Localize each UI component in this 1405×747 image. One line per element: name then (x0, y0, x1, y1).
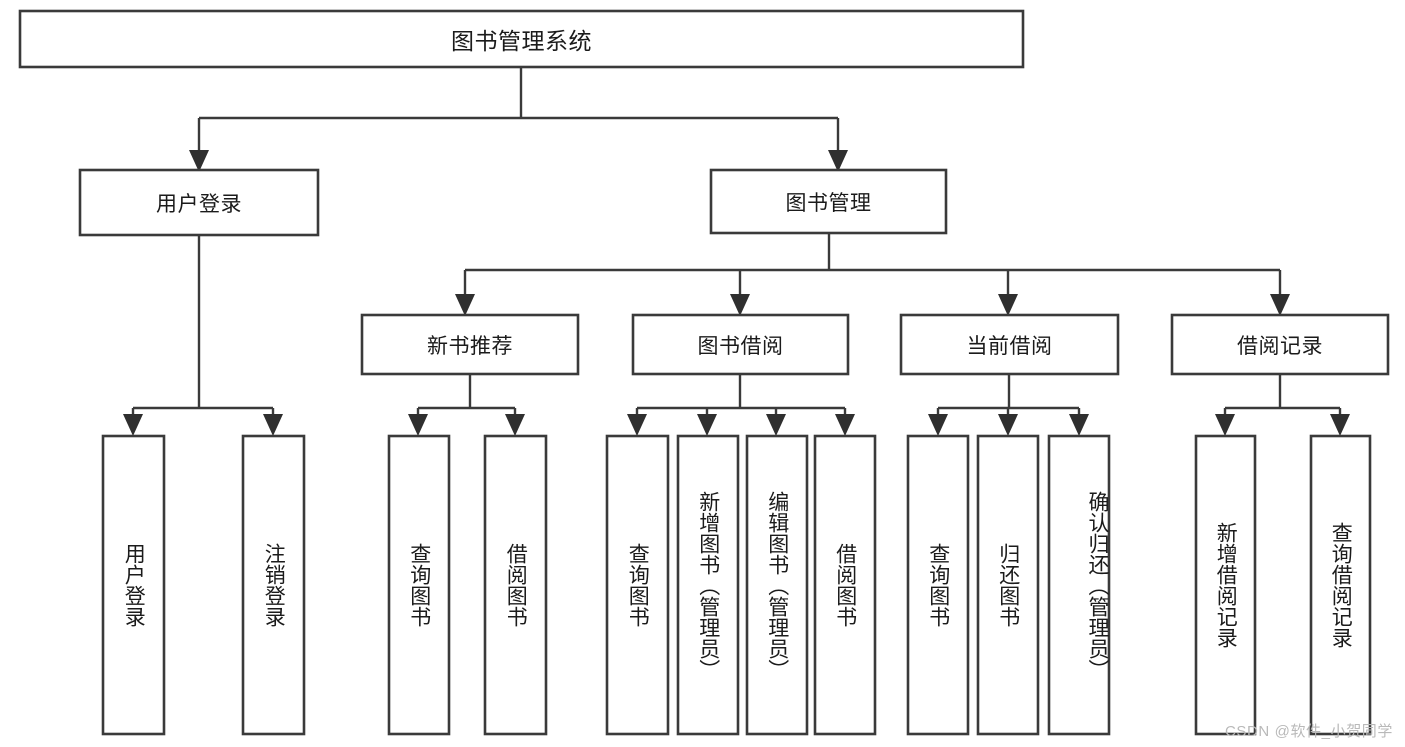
node-box-leaf-return-book (976, 434, 1040, 736)
node-box-leaf-add-book (676, 434, 740, 736)
node-box-new-book-rec (360, 313, 580, 376)
node-box-leaf-query-book-1 (387, 434, 451, 736)
connector-borrowrecord-to-leaves (1215, 374, 1350, 436)
node-box-user-login (78, 168, 320, 237)
node-box-leaf-query-book-2 (605, 434, 670, 736)
node-box-leaf-borrow-book-2 (813, 434, 877, 736)
node-box-leaf-borrow-book-1 (483, 434, 548, 736)
node-box-book-manage (709, 168, 948, 235)
node-box-book-borrow (631, 313, 850, 376)
node-box-leaf-query-record (1309, 434, 1372, 736)
node-box-leaf-edit-book (745, 434, 809, 736)
node-box-current-borrow (899, 313, 1120, 376)
connector-newbook-to-leaves (408, 374, 525, 436)
node-box-leaf-query-book-3 (906, 434, 970, 736)
connector-currentborrow-to-leaves (928, 374, 1089, 436)
connector-root-to-level2 (189, 67, 848, 172)
node-box-root (18, 9, 1025, 69)
node-box-leaf-user-login (101, 434, 166, 736)
node-box-leaf-add-record (1194, 434, 1257, 736)
node-box-borrow-record (1170, 313, 1390, 376)
connector-userlogin-to-leaves (123, 235, 283, 436)
connector-bookmanage-to-level3 (455, 233, 1290, 316)
node-box-leaf-logout (241, 434, 306, 736)
connector-bookborrow-to-leaves (627, 374, 855, 436)
node-box-leaf-confirm-return (1047, 434, 1111, 736)
